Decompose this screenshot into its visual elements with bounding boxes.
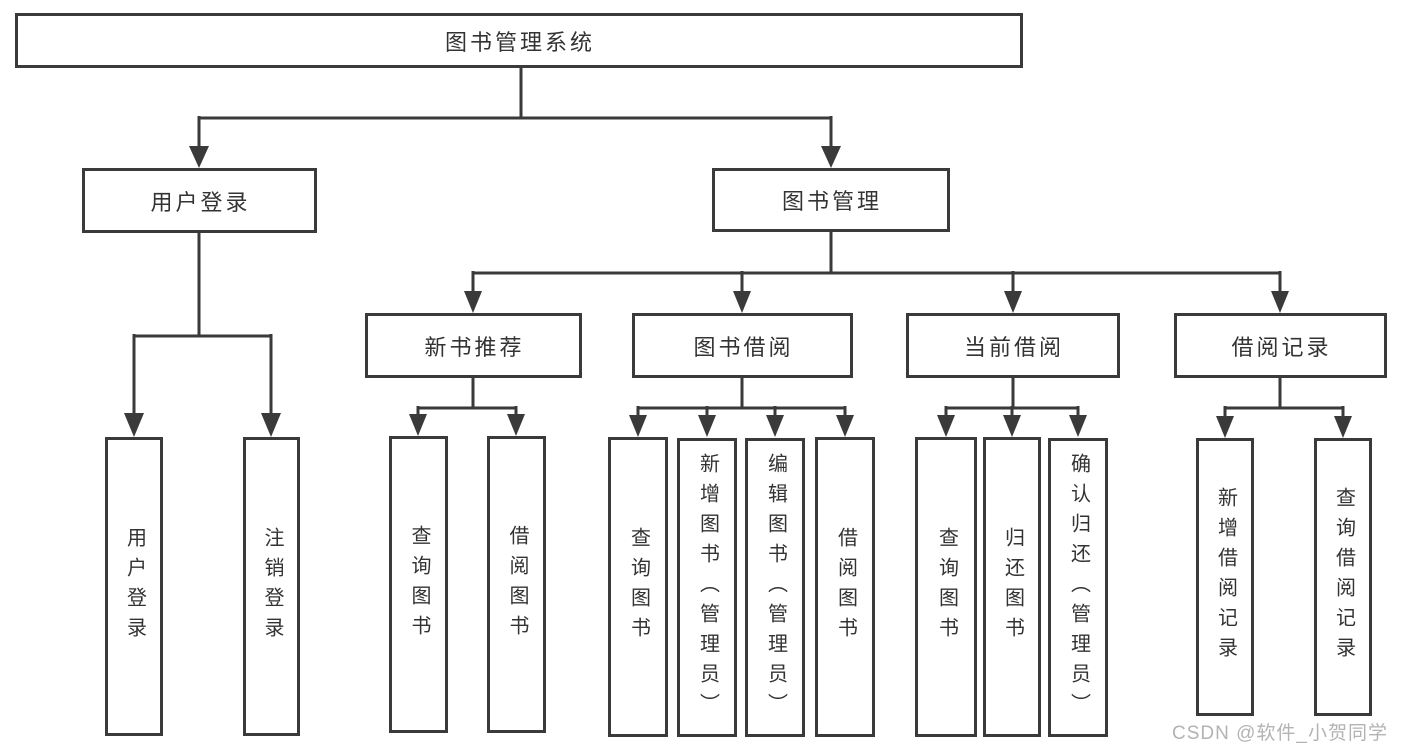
node-borrow-records: 借阅记录 [1174,313,1387,378]
node-current-borrow: 当前借阅 [906,313,1120,378]
leaf-logout: 注销登录 [243,437,300,736]
leaf-cb-return-books-label: 归还图书 [1001,527,1024,647]
leaf-br-add-record-label: 新增借阅记录 [1214,487,1237,667]
node-user-login-label: 用户登录 [150,189,251,215]
node-new-book-recommend: 新书推荐 [365,313,582,378]
leaf-nb-borrow-books-label: 借阅图书 [506,524,528,645]
leaf-br-add-record: 新增借阅记录 [1196,438,1254,716]
leaf-bb-borrow-books: 借阅图书 [815,437,875,737]
leaf-cb-return-books: 归还图书 [983,437,1041,737]
leaf-nb-query-books: 查询图书 [389,436,448,733]
csdn-watermark: CSDN @软件_小贺同学 [1172,723,1388,744]
node-root-label: 图书管理系统 [444,29,595,55]
node-borrow-records-label: 借阅记录 [1231,334,1332,360]
leaf-br-query-record-label: 查询借阅记录 [1332,487,1355,667]
leaf-bb-add-books-admin-label: 新增图书（管理员） [696,452,719,723]
leaf-bb-borrow-books-label: 借阅图书 [834,527,857,647]
leaf-bb-edit-books-admin: 编辑图书（管理员） [745,438,805,737]
leaf-cb-query-books-label: 查询图书 [935,527,958,647]
node-root: 图书管理系统 [15,13,1023,68]
leaf-cb-confirm-return-admin-label: 确认归还（管理员） [1067,452,1090,723]
node-book-management-label: 图书管理 [781,189,882,214]
node-current-borrow-label: 当前借阅 [963,334,1064,360]
node-user-login: 用户登录 [82,168,317,233]
leaf-logout-label: 注销登录 [261,526,283,647]
leaf-br-query-record: 查询借阅记录 [1314,438,1372,716]
leaf-bb-query-books: 查询图书 [608,437,668,737]
leaf-bb-query-books-label: 查询图书 [627,527,650,647]
node-book-borrow-label: 图书借阅 [693,334,794,360]
leaf-user-login: 用户登录 [105,437,163,736]
node-book-borrow: 图书借阅 [632,313,853,378]
node-book-management: 图书管理 [712,168,950,232]
node-new-book-recommend-label: 新书推荐 [424,334,525,360]
leaf-cb-confirm-return-admin: 确认归还（管理员） [1048,438,1108,737]
leaf-nb-query-books-label: 查询图书 [408,524,430,645]
leaf-user-login-label: 用户登录 [123,526,146,647]
leaf-bb-add-books-admin: 新增图书（管理员） [677,438,737,737]
leaf-bb-edit-books-admin-label: 编辑图书（管理员） [764,452,787,723]
leaf-nb-borrow-books: 借阅图书 [487,436,546,733]
leaf-cb-query-books: 查询图书 [915,437,977,737]
